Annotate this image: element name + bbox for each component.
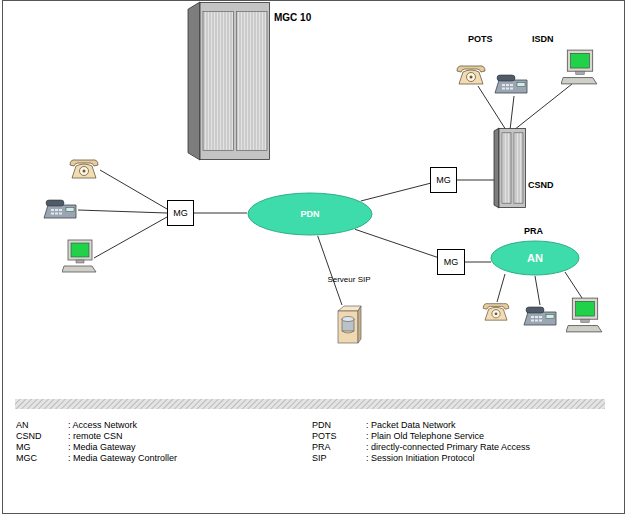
cabinet-illustration [188,2,270,160]
isdn-phone-icon [524,307,556,325]
cabinet-door [203,11,234,150]
service-label: POTS [468,34,493,45]
legend-abbreviation: MG [16,442,31,453]
legend-definition: : Media Gateway Controller [68,453,177,464]
cabinet-door [514,133,523,203]
terminal-wires [78,84,582,305]
legend-definition: : directly-connected Primary Rate Access [366,442,530,453]
node-label: AN [490,240,580,276]
legend-abbreviation: SIP [312,453,327,464]
node-label: Serveur SIP [326,275,372,284]
wire [497,274,505,302]
service-label: ISDN [532,34,554,45]
wire [565,272,582,298]
legend-definition: : Access Network [68,420,137,431]
computer-icon [62,240,96,272]
cabinet-front [200,3,270,160]
legend-abbreviation: AN [16,420,29,431]
legend-definition: : Media Gateway [68,442,136,453]
ellipse-shape [491,241,579,275]
service-label: PRA [524,226,543,237]
network-link [318,236,342,305]
server-illustration [336,305,362,345]
network-link [361,183,430,201]
node-label: PDN [247,192,373,236]
switch-cabinet: CSND [494,128,526,208]
gateway-box: MG [437,249,465,275]
legend-abbreviation: MGC [16,453,37,464]
legend-abbreviation: PDN [312,420,331,431]
isdn-phone-icon [495,75,527,93]
wire [100,170,167,209]
gateway-box: MG [430,167,457,193]
network-link [457,180,494,181]
network-link [465,262,491,263]
controller-cabinet: MGC 10 [188,2,270,160]
wire [510,96,514,130]
node-label: MG [438,250,464,274]
server-side [358,306,361,343]
legend-definition: : Plain Old Telephone Service [366,431,484,442]
pots-phone-icon [483,304,509,321]
cabinet-door [502,133,511,203]
legend-abbreviation: POTS [312,431,337,442]
node-label: CSND [528,180,554,190]
network-ellipse: AN [490,240,580,276]
cabinet-side [188,2,200,160]
wire [78,210,167,213]
legend-abbreviation: CSND [16,431,42,442]
cabinet-front [499,129,526,208]
network-ellipse: PDN [247,192,373,236]
ellipse-shape [248,193,372,235]
network-link [194,213,247,214]
server-top [338,306,361,311]
cabinet-illustration [494,128,526,208]
node-label: MG [431,168,456,192]
computer-icon [566,298,602,332]
wire [94,217,167,258]
legend-definition: : Packet Data Network [366,420,456,431]
computer-icon [561,50,597,84]
pots-phone-icon [70,160,98,178]
cabinet-door [237,11,268,150]
legend-abbreviation: PRA [312,442,331,453]
legend-definition: : Session Initiation Protocol [366,453,475,464]
network-link [355,229,437,257]
node-label: MGC 10 [274,12,311,24]
wire [535,276,540,305]
cabinet-side [494,128,499,208]
legend-definition: : remote CSN [68,431,123,442]
server-body [338,311,358,343]
isdn-phone-icon [44,200,76,218]
outer-frame [3,1,625,514]
pots-phone-icon [457,66,485,84]
server-icon: Serveur SIP [336,305,362,345]
gateway-box: MG [167,200,194,226]
hatched-divider [15,399,605,409]
database-top [342,317,354,322]
database-bottom [342,331,354,333]
node-label: MG [168,201,193,225]
